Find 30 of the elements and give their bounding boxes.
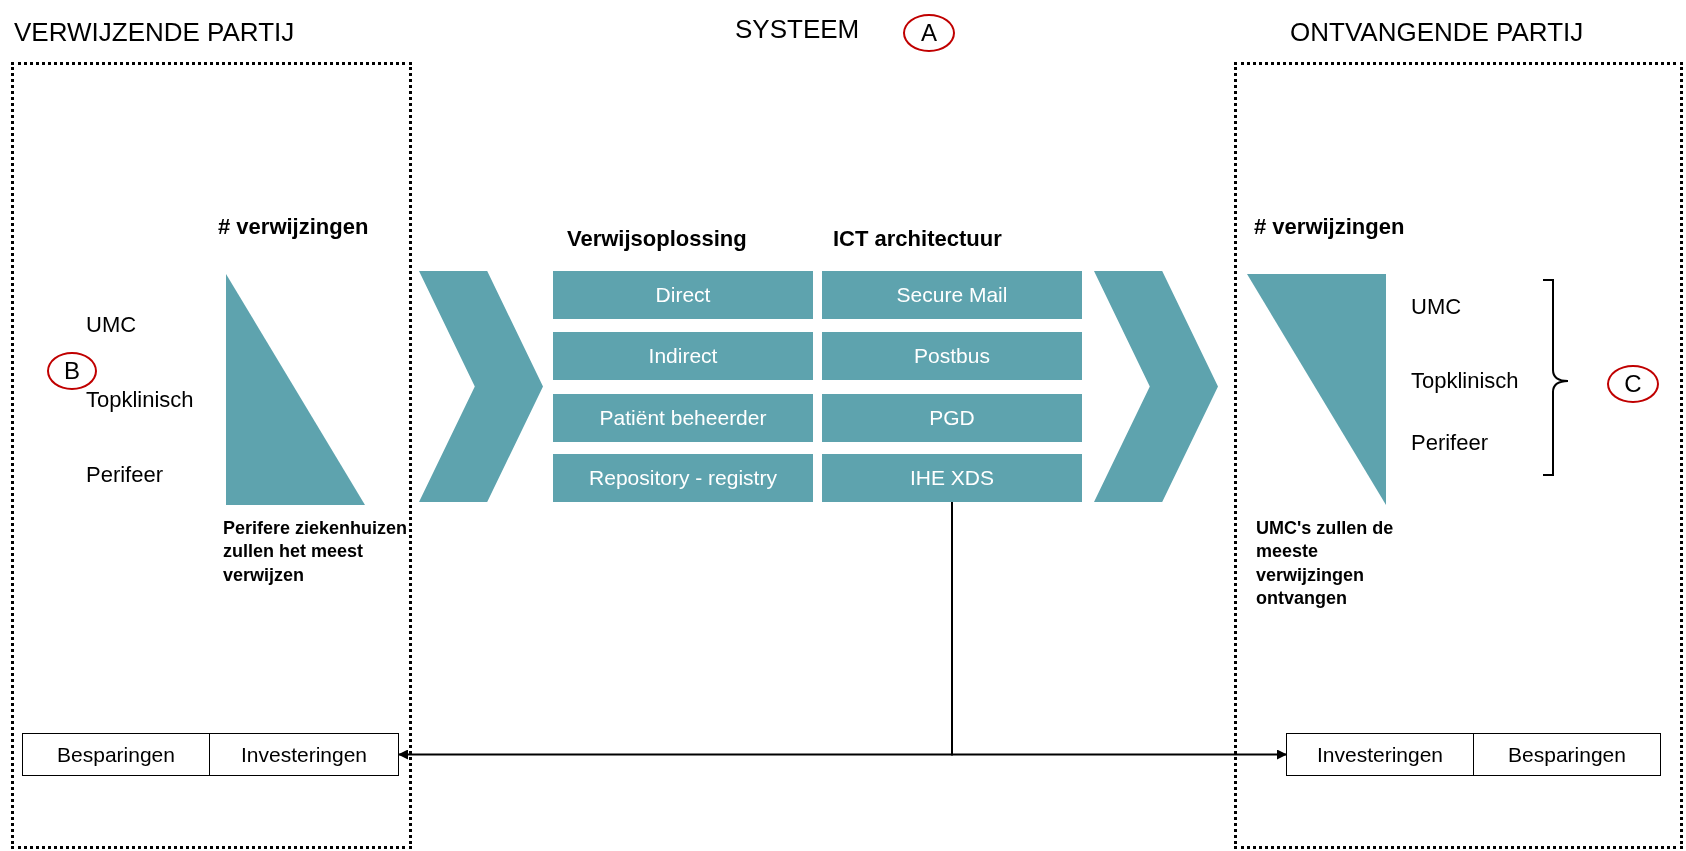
solution-box: IHE XDS [822, 454, 1082, 502]
solution-box: Repository - registry [553, 454, 813, 502]
cost-box: Besparingen [22, 733, 210, 776]
row-label: UMC [1411, 294, 1462, 320]
column-heading: # verwijzingen [1254, 214, 1405, 240]
row-label: Topklinisch [86, 387, 194, 413]
section-heading: VERWIJZENDE PARTIJ [14, 17, 295, 48]
row-label: Perifeer [1411, 430, 1489, 456]
column-heading: ICT architectuur [833, 226, 1002, 252]
cost-box: Besparingen [1473, 733, 1661, 776]
solution-box: Patiënt beheerder [553, 394, 813, 442]
cost-box: Investeringen [1286, 733, 1474, 776]
row-label: Topklinisch [1411, 368, 1519, 394]
row-label: UMC [86, 312, 137, 338]
cost-box: Investeringen [209, 733, 399, 776]
solution-box: Direct [553, 271, 813, 319]
solution-box: Postbus [822, 332, 1082, 380]
solution-box: Indirect [553, 332, 813, 380]
column-heading: # verwijzingen [218, 214, 369, 240]
callout-circle: B [47, 352, 97, 390]
solution-box: PGD [822, 394, 1082, 442]
callout-circle: C [1607, 365, 1659, 403]
caption-text: Perifere ziekenhuizen zullen het meest verwijzen [223, 517, 408, 587]
row-label: Perifeer [86, 462, 164, 488]
column-heading: Verwijsoplossing [567, 226, 747, 252]
solution-box: Secure Mail [822, 271, 1082, 319]
title: SYSTEEM [735, 14, 860, 45]
caption-text: UMC's zullen de meeste verwijzingen ontvangen [1256, 517, 1395, 611]
callout-circle: A [903, 14, 955, 52]
section-heading: ONTVANGENDE PARTIJ [1290, 17, 1584, 48]
